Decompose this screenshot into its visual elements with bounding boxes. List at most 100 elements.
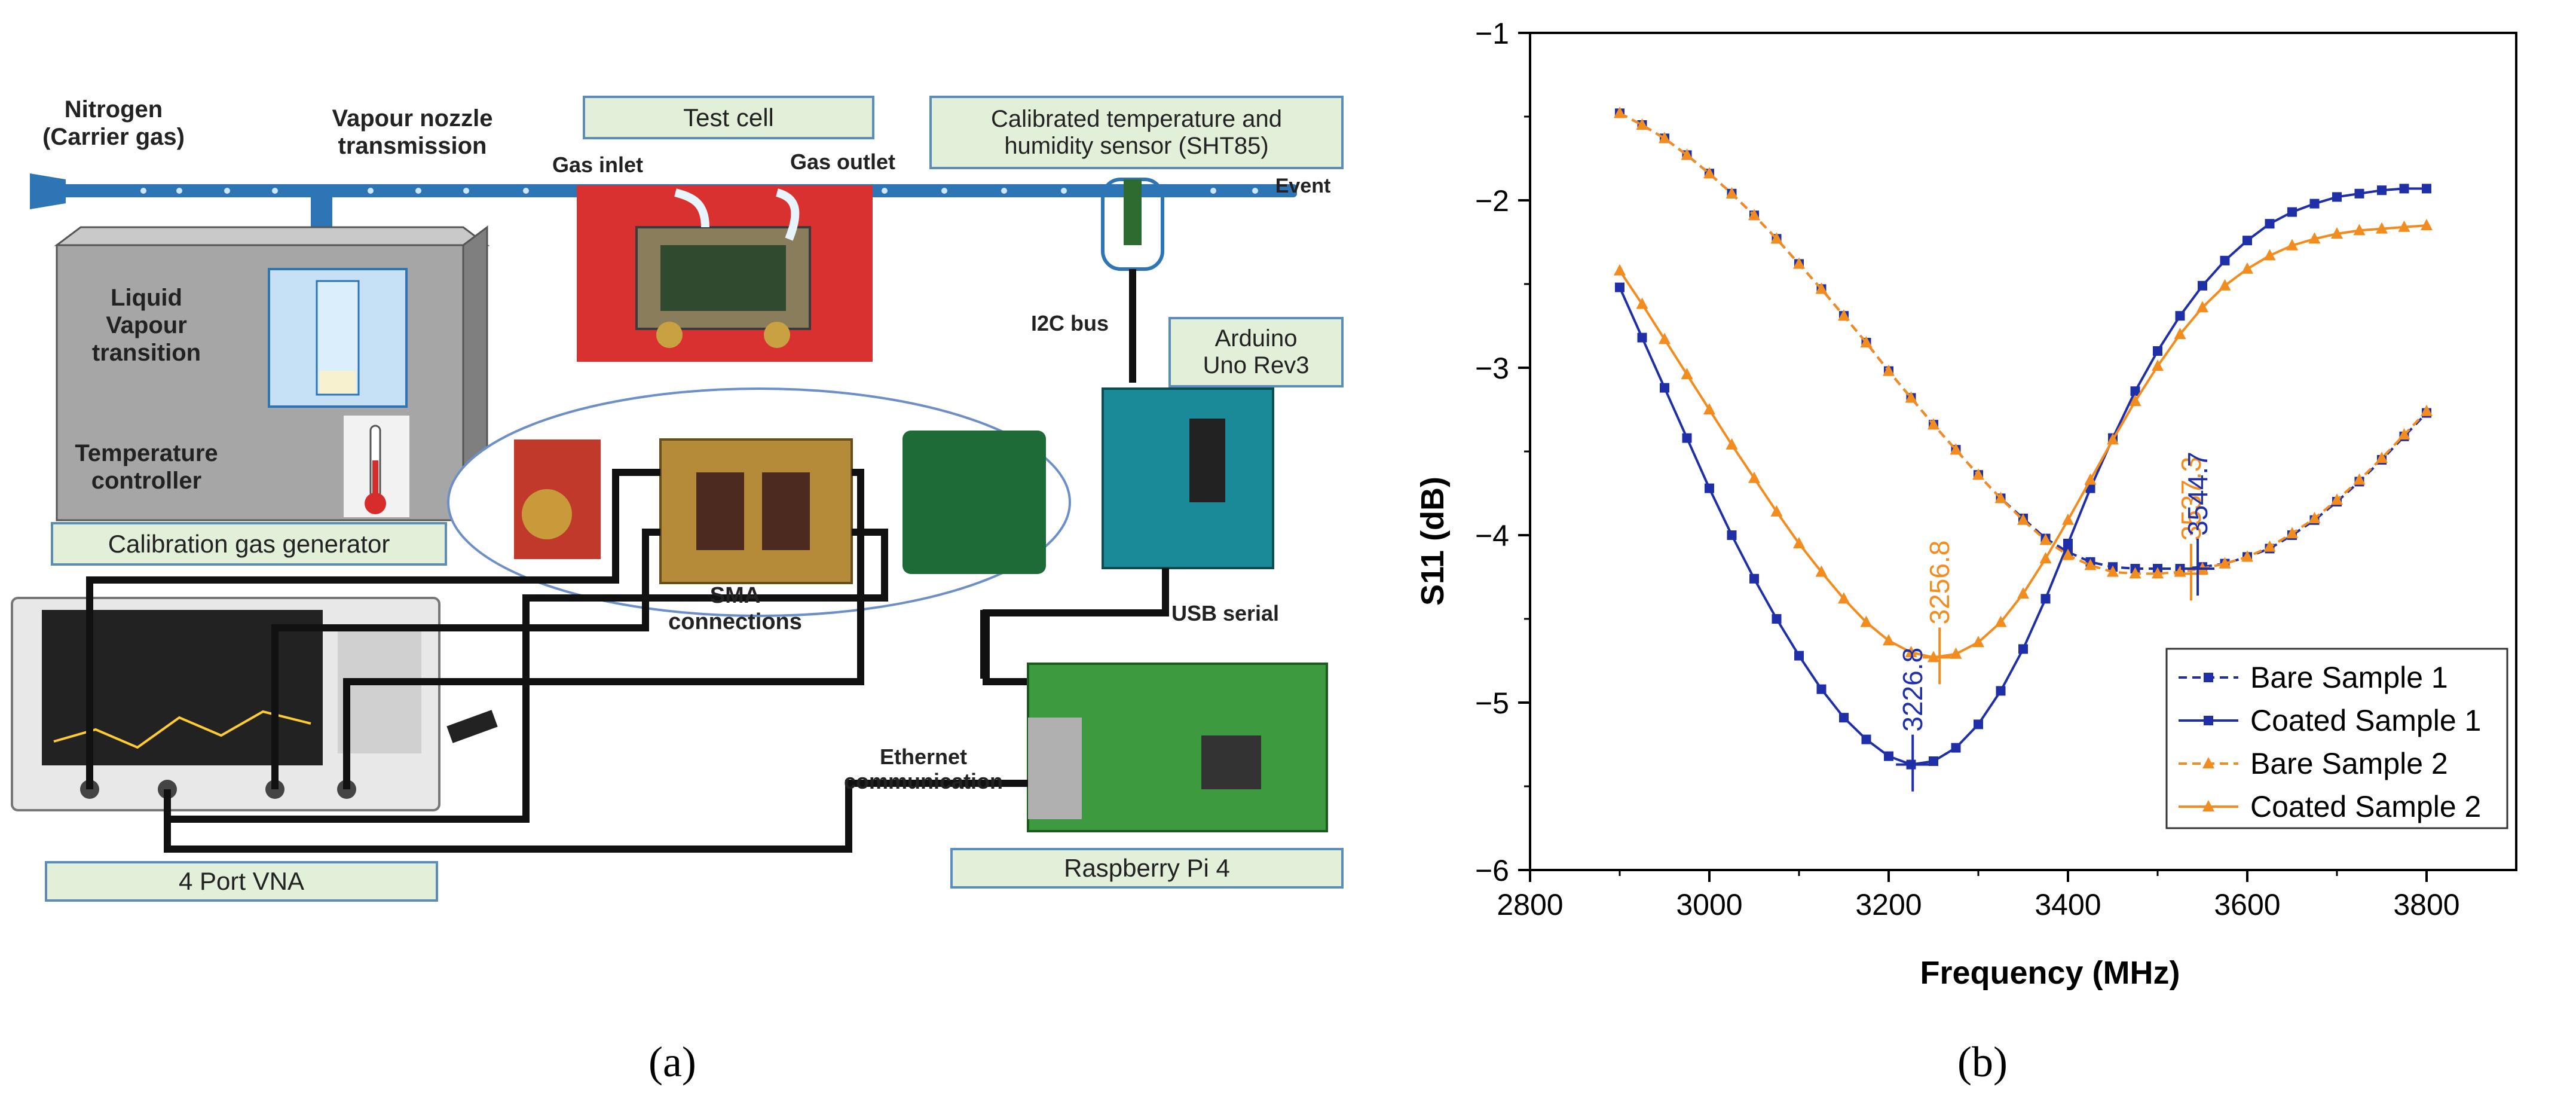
arduino-label-line1: Arduino <box>1214 325 1298 352</box>
label-vapour-nozzle-line2: transmission <box>338 133 487 159</box>
y-tick-label: −3 <box>1475 352 1509 385</box>
data-point <box>2398 428 2410 439</box>
i2c-cable <box>1129 269 1136 383</box>
label-ethernet-line1: Ethernet <box>879 744 968 769</box>
vna-label: 4 Port VNA <box>178 867 305 895</box>
panel-label-b: (b) <box>1957 1038 2008 1086</box>
data-point <box>2084 473 2097 485</box>
x-tick-label: 3400 <box>2035 888 2101 921</box>
sensor-label-line2: humidity sensor (SHT85) <box>1004 132 1269 159</box>
data-point <box>2107 565 2119 577</box>
data-point <box>2152 567 2164 579</box>
data-point <box>1974 719 1983 729</box>
data-point <box>2398 220 2410 232</box>
label-vapour: Vapour <box>106 312 187 338</box>
data-point <box>1928 418 1939 430</box>
data-point <box>2062 548 2074 560</box>
data-point <box>2331 227 2343 239</box>
gas-tube-bubbles <box>140 188 1258 194</box>
data-point <box>1660 383 1669 393</box>
data-point <box>1681 148 1693 160</box>
data-point <box>1615 282 1624 292</box>
raspberry-label: Raspberry Pi 4 <box>1064 854 1230 882</box>
diagram-graphics <box>11 173 1328 853</box>
data-point <box>1793 257 1805 269</box>
label-vapour-nozzle: Vapour nozzle transmission <box>311 105 514 160</box>
data-point <box>1748 471 1760 483</box>
cal-gas-gen-box: Calibration gas generator <box>51 522 447 566</box>
legend-marker <box>2202 800 2214 811</box>
data-point <box>1705 483 1714 493</box>
test-cell-label: Test cell <box>683 103 774 132</box>
annotation-label: 3544.7 <box>2182 451 2213 536</box>
label-ethernet: Ethernet communication <box>825 744 1022 794</box>
thermometer-bulb <box>365 493 386 514</box>
label-usb-serial: USB serial <box>1171 601 1280 625</box>
data-point <box>2062 513 2074 525</box>
sma-fixture-window-2 <box>762 472 810 550</box>
data-point <box>2399 184 2409 194</box>
data-point <box>2198 280 2207 291</box>
nitrogen-inlet-icon <box>30 173 66 209</box>
data-point <box>1860 615 1873 627</box>
annotation-label: 3256.8 <box>1924 541 1955 625</box>
data-point <box>1994 492 2007 503</box>
usb-serial-line <box>983 568 1169 685</box>
data-point <box>1726 187 1738 199</box>
label-temperature-controller: Temperature controller <box>66 439 227 495</box>
data-point <box>1636 118 1648 130</box>
x-tick-label: 3600 <box>2214 888 2280 921</box>
data-point <box>1860 336 1873 347</box>
data-point <box>1659 332 1671 344</box>
data-point <box>2174 328 2186 339</box>
data-point <box>1950 443 1962 455</box>
data-point <box>2241 262 2253 274</box>
data-point <box>2153 346 2162 356</box>
data-point <box>2040 594 2051 604</box>
data-point <box>2152 359 2164 371</box>
label-sma-connections: SMA connections <box>645 583 825 635</box>
data-point <box>2175 311 2185 321</box>
test-cell-tube-in <box>674 188 709 228</box>
label-transition: transition <box>91 340 201 366</box>
data-point <box>1770 505 1783 517</box>
arduino-box: Arduino Uno Rev3 <box>1168 317 1344 387</box>
data-point <box>1950 647 1962 659</box>
data-point <box>2018 644 2028 654</box>
data-point <box>1659 132 1671 144</box>
data-point <box>1951 743 1961 753</box>
data-point <box>1770 232 1783 244</box>
data-point <box>1929 756 1938 766</box>
vna-keypad <box>338 628 421 753</box>
vna-box: 4 Port VNA <box>45 861 438 902</box>
legend-label: Coated Sample 1 <box>2250 704 2481 737</box>
y-axis-label: S11 (dB) <box>1415 477 1451 606</box>
vna-screen <box>42 610 323 765</box>
data-point <box>2309 199 2320 209</box>
data-point <box>2353 224 2366 236</box>
data-point <box>1883 634 1895 646</box>
data-point <box>1614 106 1626 118</box>
data-point <box>2354 188 2364 199</box>
data-point <box>1994 615 2007 627</box>
sensor-box: Calibrated temperature and humidity sens… <box>929 96 1344 169</box>
data-point <box>2308 232 2321 244</box>
x-tick-label: 3000 <box>1676 888 1742 921</box>
label-temperature: Temperature <box>75 440 218 466</box>
data-point <box>1749 573 1759 584</box>
data-point <box>2287 207 2297 217</box>
data-point <box>1682 433 1692 443</box>
panel-a-diagram: Nitrogen (Carrier gas) Vapour nozzle tra… <box>11 96 1344 1086</box>
y-tick-label: −1 <box>1475 17 1509 50</box>
panel-label-a: (a) <box>648 1038 696 1086</box>
annotation-label: 3537.3 <box>2176 457 2207 541</box>
data-point <box>2196 301 2208 313</box>
data-point <box>1815 282 1828 294</box>
rpi-chip <box>1201 735 1261 789</box>
data-point <box>2017 513 2029 525</box>
data-point <box>1815 565 1828 577</box>
x-axis-label: Frequency (MHz) <box>1920 955 2180 991</box>
